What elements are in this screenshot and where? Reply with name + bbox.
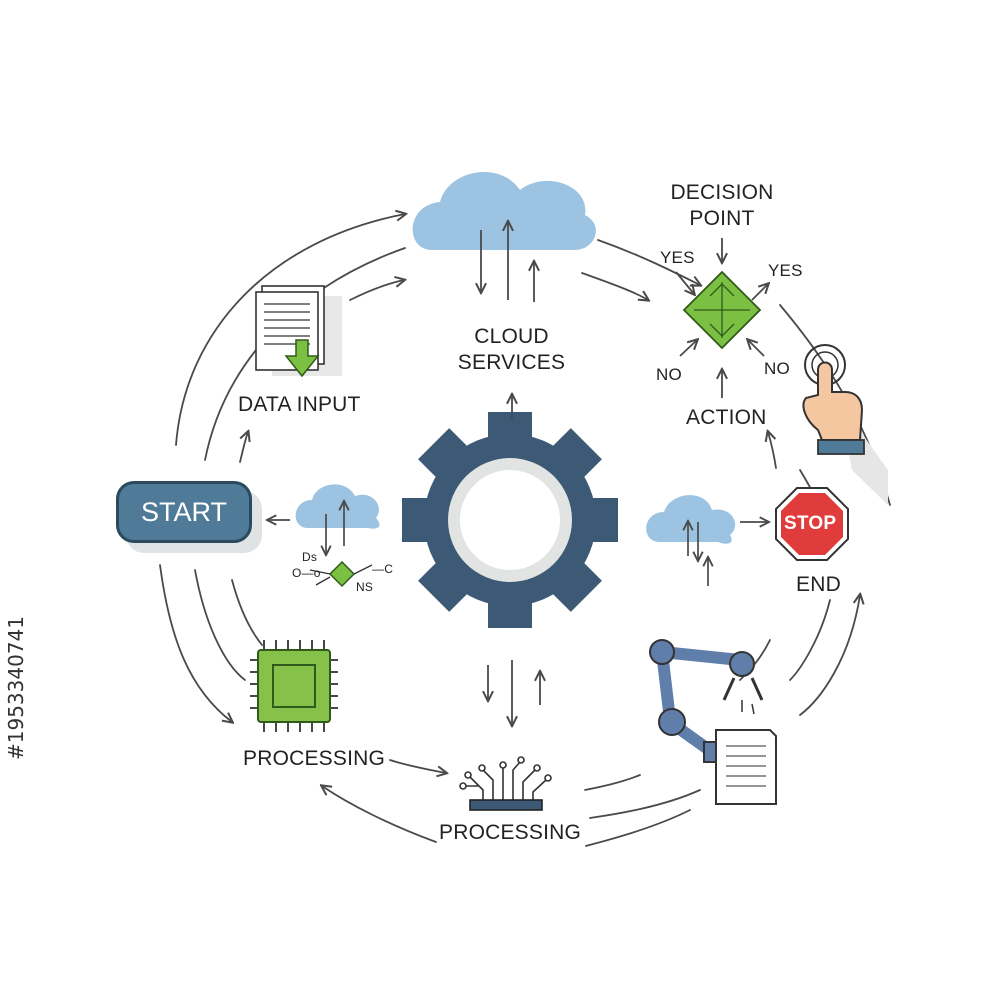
circuit-icon: [459, 756, 552, 811]
cloud-services-label-line2: SERVICES: [457, 351, 566, 374]
gear-icon: [402, 412, 618, 628]
start-label: START: [140, 496, 227, 527]
chip-icon: [250, 640, 338, 732]
stock-id-watermark: #1953340741: [4, 615, 28, 760]
chem-oo-label: O—o: [292, 566, 321, 580]
action-label: ACTION: [686, 406, 767, 429]
end-label: END: [796, 573, 841, 596]
start-node: START: [116, 481, 252, 543]
gear-arrows: [488, 395, 540, 725]
stop-sign-label: STOP: [784, 513, 837, 534]
chem-ds-label: Ds: [302, 550, 318, 564]
decision-point-label-line2: POINT: [689, 207, 755, 230]
chem-ns-label: NS: [356, 580, 374, 594]
processing-bottom-label: PROCESSING: [439, 821, 582, 844]
cloud-icon: [646, 495, 768, 586]
yes-right-label: YES: [768, 261, 803, 280]
no-right-label: NO: [764, 359, 790, 378]
data-input-label: DATA INPUT: [238, 393, 361, 416]
decision-point-label-line1: DECISION: [670, 181, 774, 204]
cloud-services-label-line1: CLOUD: [474, 325, 549, 348]
yes-left-label: YES: [660, 248, 695, 267]
document-icon: [255, 285, 342, 378]
stop-sign-icon: [775, 487, 849, 561]
chem-c-label: —C: [372, 562, 394, 576]
no-left-label: NO: [656, 365, 682, 384]
processing-left-label: PROCESSING: [243, 747, 386, 770]
robot-arm-icon: [649, 639, 777, 805]
cloud-icon: [268, 484, 380, 588]
hand-pointer-icon: [802, 344, 888, 505]
decision-diamond-icon: [675, 238, 768, 398]
cloud-icon: [412, 172, 596, 302]
